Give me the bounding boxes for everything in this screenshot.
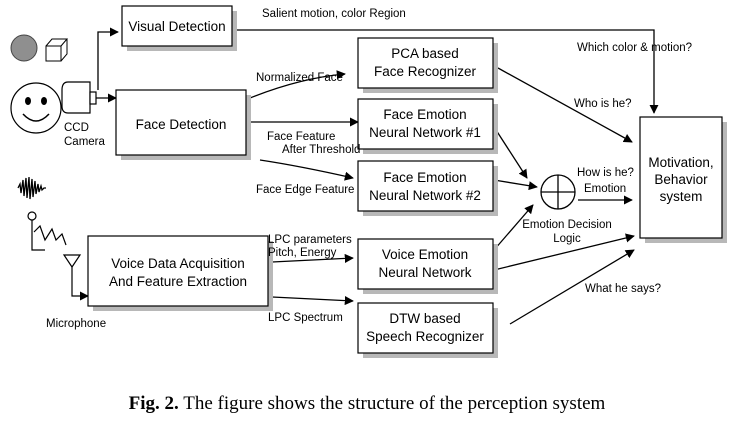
node-face-emotion-nn1: Face Emotion Neural Network #1	[357, 98, 498, 154]
node-label: Speech Recognizer	[366, 329, 484, 344]
node-label: Neural Network #1	[369, 125, 481, 140]
edge-label: After Threshold	[282, 144, 360, 156]
figure-caption: Fig. 2. The figure shows the structure o…	[129, 393, 606, 414]
node-dtw-recognizer: DTW based Speech Recognizer	[357, 302, 498, 358]
node-pca-recognizer: PCA based Face Recognizer	[357, 37, 498, 93]
node-emotion-decision: Emotion Decision Logic	[522, 174, 612, 245]
edge-label: Normalized Face	[256, 72, 343, 84]
node-visual-detection: Visual Detection	[121, 5, 237, 51]
node-label: PCA based	[391, 46, 459, 61]
edge-label: Emotion	[584, 183, 626, 195]
node-label: Voice Data Acquisition	[111, 256, 245, 271]
caption-text: The figure shows the structure of the pe…	[179, 393, 606, 414]
node-label: system	[660, 189, 703, 204]
sphere-object-icon	[10, 34, 38, 62]
node-label: Face Recognizer	[374, 64, 477, 79]
node-motivation: Motivation, Behavior system	[639, 116, 727, 243]
node-label: And Feature Extraction	[109, 274, 247, 289]
caption-label: Fig. 2.	[129, 393, 179, 414]
camera-icon	[61, 81, 97, 114]
sound-wave-icon	[17, 176, 46, 200]
node-label: Visual Detection	[128, 19, 225, 34]
node-label: Emotion Decision	[522, 219, 611, 231]
camera-label: Camera	[64, 136, 106, 148]
node-label: Neural Network	[378, 265, 471, 280]
node-label: Neural Network #2	[369, 188, 481, 203]
edge-label: Salient motion, color Region	[262, 8, 406, 20]
edge-label: Which color & motion?	[577, 42, 692, 54]
node-label: DTW based	[389, 311, 460, 326]
node-label: Face Detection	[136, 117, 227, 132]
edge-label: Face Edge Feature	[256, 184, 354, 196]
node-label: Logic	[553, 233, 581, 245]
edge-label: Face Feature	[267, 131, 335, 143]
microphone-label: Microphone	[46, 318, 106, 330]
edge-label: LPC Spectrum	[268, 312, 343, 324]
node-face-emotion-nn2: Face Emotion Neural Network #2	[357, 160, 498, 216]
node-label: Motivation,	[648, 155, 713, 170]
edge-label: LPC parameters	[268, 234, 352, 246]
node-label: Behavior	[654, 172, 708, 187]
face-icon	[10, 82, 62, 134]
edge-labels: Salient motion, color Region Normalized …	[256, 8, 692, 324]
node-voice-emotion-nn: Voice Emotion Neural Network	[357, 238, 498, 294]
edge-label: What he says?	[585, 283, 661, 295]
edge-label: Who is he?	[574, 98, 632, 110]
edge-label: How is he?	[577, 167, 634, 179]
node-label: Voice Emotion	[382, 247, 468, 262]
node-face-detection: Face Detection	[115, 89, 251, 160]
node-label: Face Emotion	[383, 107, 466, 122]
cube-object-icon	[45, 38, 69, 62]
camera-label: CCD	[64, 122, 89, 134]
microphone-icon	[27, 211, 86, 297]
node-voice-acquisition: Voice Data Acquisition And Feature Extra…	[87, 235, 273, 311]
connections	[79, 27, 659, 325]
edge-label: Pitch, Energy	[268, 247, 337, 259]
input-devices: CCD Camera Microphone	[10, 34, 106, 330]
node-label: Face Emotion	[383, 170, 466, 185]
